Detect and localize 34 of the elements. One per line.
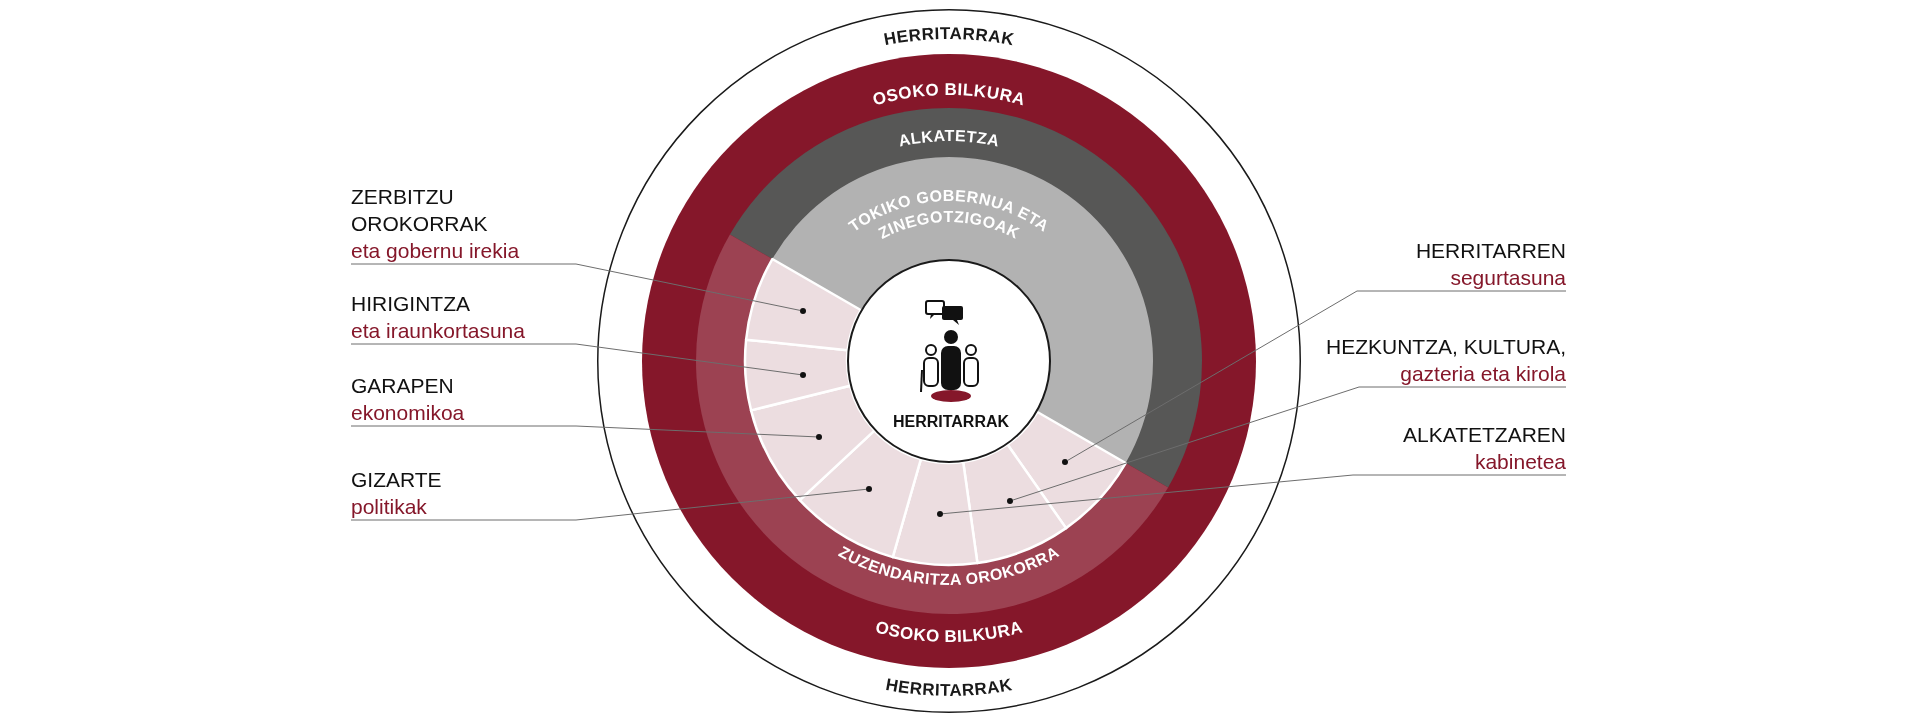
leader-dot — [800, 372, 806, 378]
label-subtext: ekonomikoa — [351, 400, 465, 426]
leader-line — [1067, 290, 1567, 461]
label-subtext: segurtasuna — [1449, 265, 1566, 291]
label-subtext: gazteria eta kirola — [1399, 361, 1566, 387]
label-subtext: eta iraunkortasuna — [351, 318, 525, 344]
label-subtext: politikak — [351, 494, 428, 520]
leader-dot — [800, 308, 806, 314]
leader-dot — [1007, 498, 1013, 504]
ring-label: OSOKO BILKURA — [873, 617, 1025, 647]
label-subtext: kabinetea — [1473, 449, 1566, 475]
leader-line — [350, 425, 817, 438]
label-heading: GARAPEN — [351, 373, 455, 399]
label-subtext: eta gobernu irekia — [351, 238, 521, 264]
ring-label: HERRITARRAK — [884, 675, 1014, 700]
label-heading: HERRITARREN — [1415, 238, 1566, 264]
label-heading: HEZKUNTZA, KULTURA, — [1326, 334, 1566, 360]
label-heading: GIZARTE — [351, 467, 442, 493]
leader-line — [350, 488, 867, 521]
leader-dot — [937, 511, 943, 517]
label-heading: ZERBITZU OROKORRAK — [351, 184, 489, 237]
leader-line — [350, 343, 801, 376]
leader-dot — [866, 486, 872, 492]
ring-label: ALKATETZA — [897, 127, 1001, 150]
leader-line — [1012, 386, 1567, 501]
node-label: HERRITARRAK — [891, 413, 1011, 431]
label-heading: ALKATETZAREN — [1403, 422, 1566, 448]
ring-label: OSOKO BILKURA — [870, 79, 1028, 110]
leader-line — [942, 474, 1567, 515]
label-heading: HIRIGINTZA — [351, 291, 471, 317]
ring-label: HERRITARRAK — [882, 23, 1016, 50]
leader-line — [350, 263, 801, 311]
leader-dot — [1062, 459, 1068, 465]
leader-dot — [816, 434, 822, 440]
